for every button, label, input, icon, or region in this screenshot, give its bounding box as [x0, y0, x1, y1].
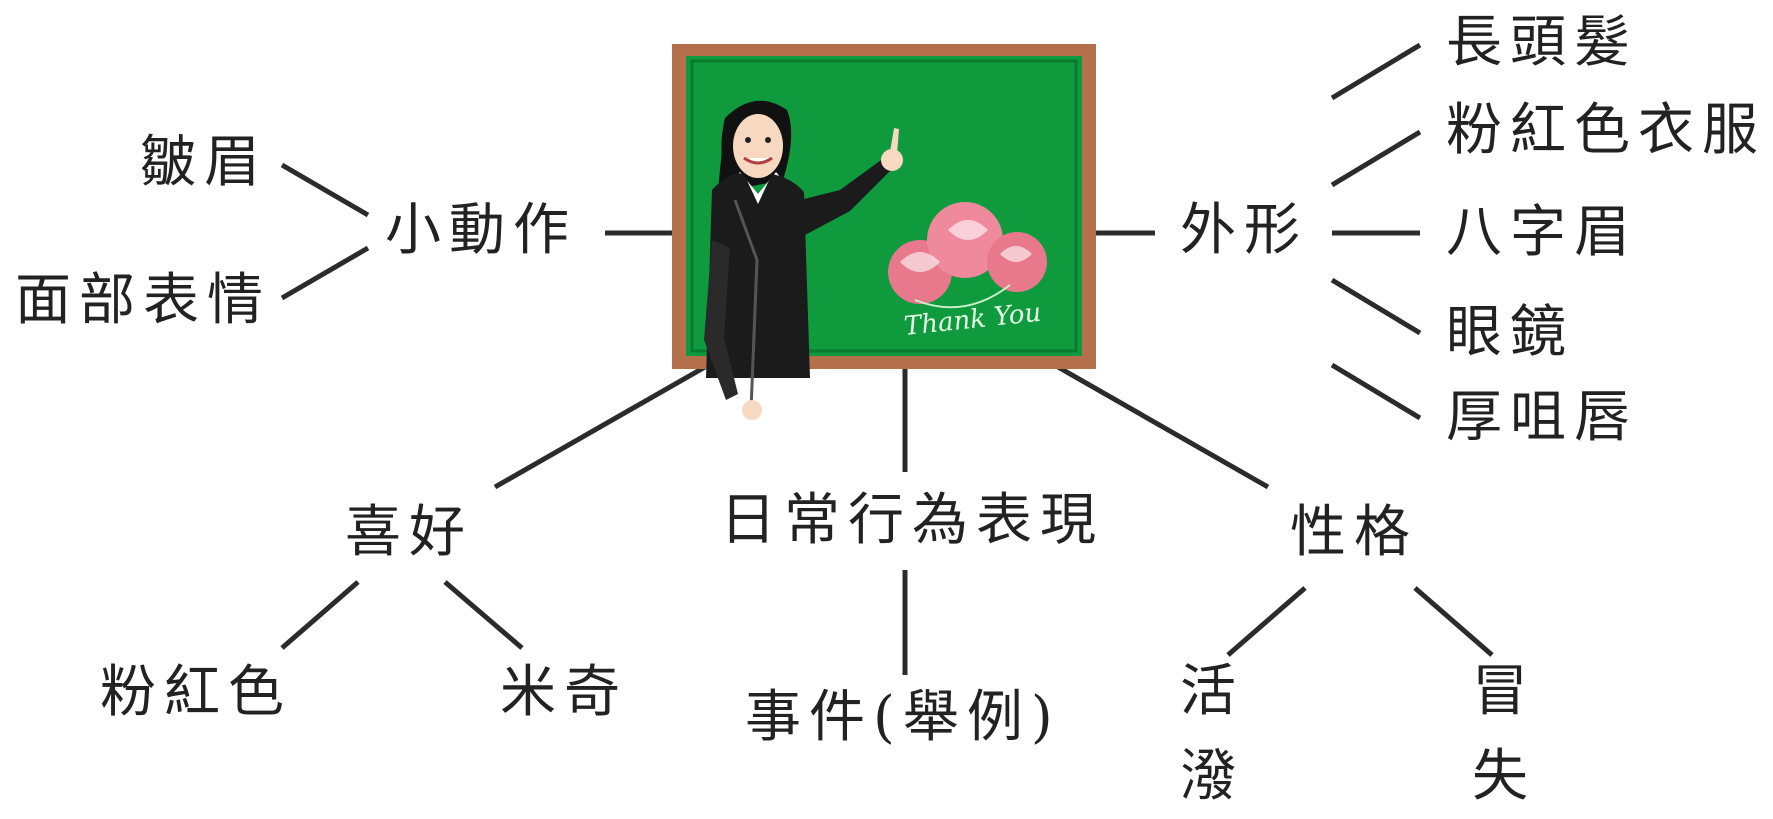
node-personality: 性格	[1290, 500, 1418, 565]
line-hobbies-mickey	[443, 580, 524, 650]
line-appearance-hair	[1330, 42, 1422, 101]
node-careless-1: 冒	[1472, 659, 1528, 724]
node-long-hair: 長頭髮	[1446, 10, 1638, 75]
node-glasses: 眼鏡	[1446, 300, 1574, 365]
node-lively-2: 潑	[1180, 744, 1236, 809]
node-thick-lips: 厚咀唇	[1446, 385, 1638, 450]
node-daily-behavior: 日常行為表現	[720, 488, 1104, 553]
node-eight-brows: 八字眉	[1446, 200, 1638, 265]
line-appearance-lips	[1330, 362, 1422, 421]
node-pink: 粉紅色	[100, 660, 292, 725]
node-lively-1: 活	[1180, 659, 1236, 724]
node-careless-2: 失	[1472, 744, 1528, 809]
line-personality-lively	[1226, 586, 1307, 657]
flower-icon	[888, 202, 1047, 309]
node-appearance: 外形	[1180, 198, 1308, 263]
node-small-actions: 小動作	[385, 198, 577, 263]
line-appearance-clothes	[1330, 129, 1422, 188]
node-hobbies: 喜好	[345, 500, 473, 565]
node-event-example: 事件(舉例)	[745, 685, 1061, 750]
line-center-personality	[1056, 364, 1270, 490]
line-center-hobbies	[493, 364, 707, 490]
teacher-figure	[704, 100, 903, 420]
node-pink-clothes: 粉紅色衣服	[1446, 98, 1766, 163]
line-personality-careless	[1413, 586, 1494, 657]
line-small-actions-frown	[280, 162, 370, 218]
line-appearance-glasses	[1330, 277, 1422, 336]
line-hobbies-pink	[280, 580, 360, 650]
line-small-actions-face	[280, 245, 370, 301]
node-frown: 皺眉	[140, 130, 268, 195]
node-facial-expression: 面部表情	[15, 268, 271, 333]
node-mickey: 米奇	[500, 660, 628, 725]
